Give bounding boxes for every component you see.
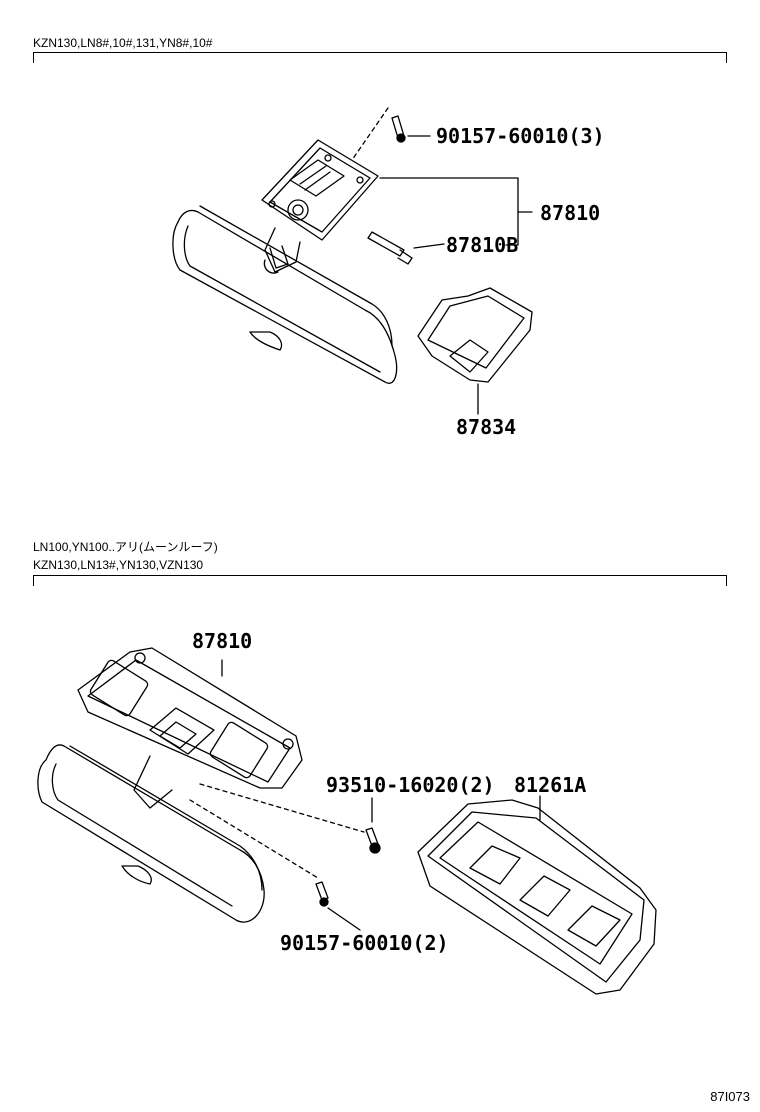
screw-top [351,107,431,161]
illustration-code: 87I073 [710,1089,750,1104]
section-bracket-top [33,52,727,63]
leader-87810-top [379,177,533,246]
label-lamp-assy-top: 87810 [540,201,600,225]
lens-bottom [417,795,657,995]
bulb-top [367,231,445,265]
label-cover-top: 87834 [456,415,516,439]
screw-bottom [189,799,361,931]
mirror-bottom [37,744,265,923]
lamp-housing-top [261,139,379,274]
applicability-header-bottom-1: LN100,YN100..アリ(ムーンルーフ) [33,540,218,554]
lamp-housing-bottom [77,647,303,809]
bolt-bottom [199,783,381,854]
applicability-header-top: KZN130,LN8#,10#,131,YN8#,10# [33,36,213,50]
applicability-header-bottom-2: KZN130,LN13#,YN130,VZN130 [33,558,204,572]
label-bulb-top: 87810B [446,233,518,257]
label-bolt-bottom: 93510-16020(2) [326,773,495,797]
cover-top [417,287,533,415]
label-screw-bottom: 90157-60010(2) [280,931,449,955]
label-screw-top: 90157-60010(3) [436,124,605,148]
label-lamp-assy-bottom: 87810 [192,629,252,653]
section-bracket-bottom [33,575,727,586]
label-lens-bottom: 81261A [514,773,586,797]
mirror-top [172,205,398,384]
